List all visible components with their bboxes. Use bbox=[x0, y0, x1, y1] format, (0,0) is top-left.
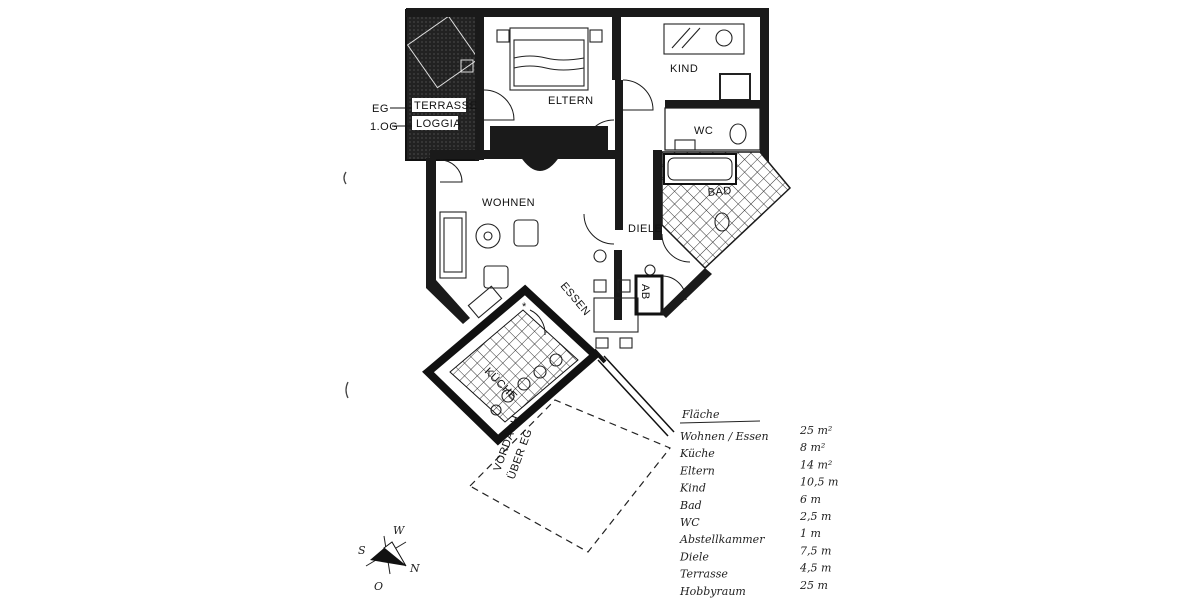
area-row-value: 2,5 m bbox=[799, 510, 831, 523]
sofa bbox=[439, 211, 467, 279]
svg-text:EG: EG bbox=[372, 103, 389, 115]
svg-text:W: W bbox=[393, 524, 406, 537]
room-label-wc: WC bbox=[694, 125, 713, 137]
door-diele-top bbox=[583, 119, 615, 151]
door-eltern bbox=[483, 89, 515, 121]
terrace-loggia bbox=[405, 9, 480, 161]
railing bbox=[597, 359, 669, 437]
svg-text:TERRASSE: TERRASSE bbox=[414, 100, 477, 112]
side-table bbox=[483, 265, 509, 289]
railing-post bbox=[592, 348, 607, 364]
eltern-bed bbox=[496, 27, 603, 91]
area-row-value: 8 m² bbox=[800, 441, 825, 454]
lamp bbox=[593, 249, 607, 263]
area-row-name: Hobbyraum bbox=[679, 585, 746, 598]
wohnen-west-wall bbox=[426, 158, 470, 324]
coffee-table bbox=[475, 223, 501, 249]
svg-text:O: O bbox=[374, 580, 383, 593]
area-row-name: Kind bbox=[679, 482, 706, 495]
room-label-ab: AB bbox=[639, 284, 651, 300]
room-label-kind: KIND bbox=[670, 63, 698, 75]
room-label-bad: BAD bbox=[707, 185, 732, 199]
compass: W S N O bbox=[358, 524, 420, 593]
area-table-title: Fläche bbox=[681, 408, 720, 421]
door-wohnen bbox=[583, 213, 615, 245]
wardrobe-curve bbox=[520, 156, 560, 171]
wall-segment bbox=[612, 8, 621, 80]
area-row-name: WC bbox=[680, 516, 700, 529]
kitchen: * bbox=[422, 284, 601, 446]
wc-room bbox=[664, 107, 761, 151]
kind-bed bbox=[663, 23, 745, 55]
lamp bbox=[644, 264, 656, 276]
area-row-name: Eltern bbox=[679, 464, 715, 477]
area-row-name: Wohnen / Essen bbox=[680, 430, 769, 443]
svg-text:*: * bbox=[522, 301, 527, 313]
svg-text:S: S bbox=[358, 544, 366, 557]
svg-text:LOGGIA: LOGGIA bbox=[416, 118, 461, 130]
door-kind bbox=[622, 79, 654, 111]
room-label-diele: DIELE bbox=[628, 223, 662, 235]
door-terrace bbox=[439, 159, 463, 183]
area-row-value: 6 m bbox=[800, 493, 821, 506]
scan-mark bbox=[343, 171, 347, 185]
vordach-outline bbox=[469, 399, 671, 553]
wall-segment bbox=[615, 80, 623, 230]
bath-sink bbox=[714, 212, 730, 232]
bathtub bbox=[663, 153, 737, 185]
terrace-label: TERRASSE LOGGIA bbox=[412, 98, 477, 130]
wall-segment bbox=[475, 8, 484, 160]
area-table: Fläche Wohnen / Essen 25 m² Küche 8 m² Elter… bbox=[679, 408, 838, 598]
area-row-value: 10,5 m bbox=[800, 476, 838, 489]
area-row-name: Bad bbox=[679, 499, 702, 512]
wall-segment bbox=[430, 150, 615, 159]
area-row-value: 4,5 m bbox=[799, 562, 831, 575]
armchair bbox=[513, 219, 539, 247]
room-label-eltern: ELTERN bbox=[548, 95, 594, 107]
top-wall bbox=[406, 8, 768, 17]
area-row-name: Abstellkammer bbox=[679, 533, 765, 546]
level-labels: EG 1.OG bbox=[370, 103, 412, 133]
kind-desk bbox=[719, 73, 751, 101]
wall-segment bbox=[653, 150, 662, 240]
door-bad bbox=[661, 233, 691, 263]
abstellkammer bbox=[634, 274, 664, 316]
area-row-value: 25 m² bbox=[799, 424, 832, 437]
area-row-name: Küche bbox=[679, 447, 715, 460]
svg-text:N: N bbox=[409, 562, 420, 575]
area-row-name: Terrasse bbox=[680, 568, 728, 581]
wall-segment bbox=[660, 268, 712, 318]
railing bbox=[603, 355, 675, 433]
wall-segment bbox=[665, 100, 765, 108]
bathtub-inner bbox=[667, 157, 733, 181]
area-row-name: Diele bbox=[679, 550, 709, 563]
area-row-value: 14 m² bbox=[800, 458, 832, 471]
svg-text:1.OG: 1.OG bbox=[370, 121, 398, 133]
room-label-essen: ESSEN bbox=[558, 280, 593, 318]
coffee-table-inner bbox=[483, 231, 493, 241]
shelf bbox=[467, 285, 503, 319]
area-row-value: 7,5 m bbox=[800, 544, 831, 557]
scan-mark bbox=[345, 381, 349, 399]
area-row-value: 25 m bbox=[799, 579, 828, 592]
room-label-wohnen: WOHNEN bbox=[482, 197, 535, 209]
area-row-value: 1 m bbox=[800, 527, 821, 540]
wall-segment bbox=[760, 8, 769, 168]
